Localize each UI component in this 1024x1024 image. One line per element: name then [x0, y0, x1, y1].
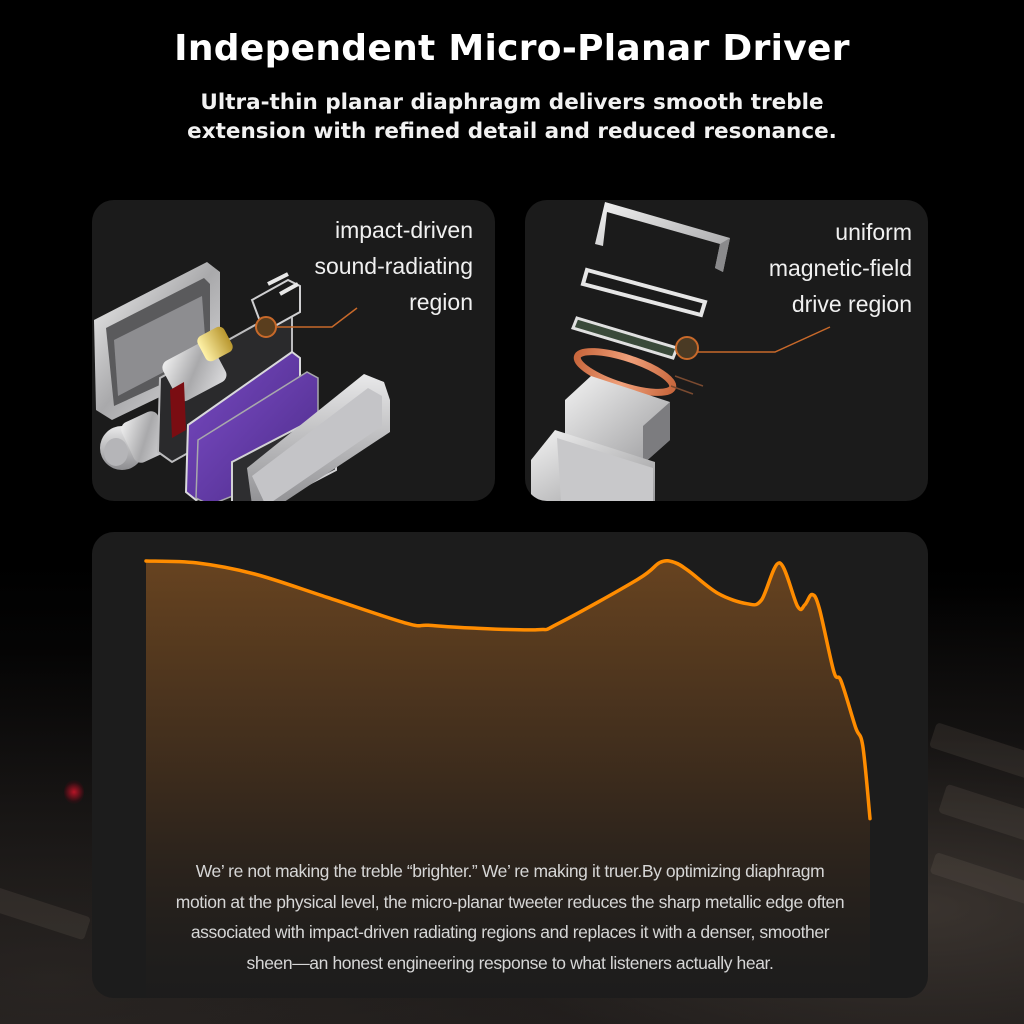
callout-magnetic-field-region: uniform magnetic-field drive region — [769, 214, 912, 322]
description-line: associated with impact-driven radiating … — [190, 922, 830, 942]
callout-line: impact-driven — [334, 217, 473, 243]
description-line: sheen—an honest engineering response to … — [246, 952, 774, 973]
subtitle-line: Ultra-thin planar diaphragm delivers smo… — [200, 90, 824, 115]
frequency-response-card: We’ re not making the treble “brighter.”… — [92, 532, 928, 998]
page-subtitle: Ultra-thin planar diaphragm delivers smo… — [0, 88, 1024, 146]
callout-line: region — [409, 289, 473, 315]
callout-line: sound-radiating — [314, 253, 473, 279]
exploded-dynamic-driver-icon — [94, 262, 390, 501]
background-red-light — [64, 780, 84, 804]
frequency-response-chart — [144, 559, 872, 998]
description-paragraph: We’ re not making the treble “brighter.”… — [92, 856, 928, 978]
page-title: Independent Micro-Planar Driver — [174, 28, 850, 69]
callout-line: uniform — [835, 219, 912, 245]
description-line: We’ re not making the treble “brighter.”… — [195, 861, 825, 881]
dynamic-driver-card: impact-driven sound-radiating region — [92, 200, 495, 501]
description-line: motion at the physical level, the micro-… — [175, 891, 845, 912]
callout-line: drive region — [791, 291, 912, 317]
subtitle-line: extension with refined detail and reduce… — [187, 119, 837, 144]
exploded-planar-driver-icon — [531, 202, 831, 501]
callout-line: magnetic-field — [768, 255, 912, 281]
frequency-response-line — [144, 559, 872, 821]
frequency-response-area — [146, 560, 870, 998]
callout-impact-driven-region: impact-driven sound-radiating region — [314, 212, 473, 320]
planar-driver-card: uniform magnetic-field drive region — [525, 200, 928, 501]
